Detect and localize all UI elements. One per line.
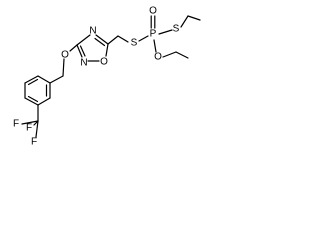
- bond-o-ester-ch2: [162, 51, 177, 58]
- bond-c3-o-ether: [69, 44, 78, 52]
- atom-n-ring: N: [80, 58, 87, 69]
- bond-ch2-c5: [107, 35, 119, 45]
- atom-o-ester: O: [154, 52, 162, 63]
- atom-o-ring: O: [100, 57, 108, 68]
- bond-c-f-bottom: [35, 120, 39, 138]
- bond-c3-n2-a: [76, 44, 83, 58]
- bond-c5-n4-a: [95, 34, 109, 45]
- bond-o1-c5: [105, 43, 109, 57]
- atom-s-right: S: [173, 24, 180, 35]
- bond-benz-1-2: [37, 75, 51, 84]
- atom-n-top: N: [89, 26, 96, 37]
- bond-benz-2-3: [24, 75, 39, 84]
- bond-benz-inner-a: [27, 78, 39, 86]
- bond-n4-c3: [76, 34, 91, 46]
- bond-p-s-left: [138, 35, 149, 42]
- bond-benz-5-6: [37, 97, 51, 106]
- bond-c-f-left: [21, 120, 39, 125]
- bond-c5-n4-b: [94, 37, 106, 47]
- bond-p-o-ester: [153, 39, 157, 53]
- atom-s-left: S: [131, 38, 138, 49]
- atom-p: P: [150, 29, 157, 40]
- bond-c3-n2-b: [79, 45, 86, 57]
- atom-f-left: F: [13, 119, 19, 130]
- bond-benz-4-5: [24, 97, 39, 106]
- bond-s-ethyl-ch2: [180, 15, 189, 28]
- atom-f-top: F: [26, 123, 32, 134]
- bond-ch2-benzene: [49, 75, 64, 84]
- bond-ethyl-ch3: [187, 15, 201, 21]
- bond-o-ester-ch3: [175, 51, 189, 59]
- bond-p-s-right: [158, 29, 173, 35]
- molecule-canvas: O P S S O N N O O F F F: [13, 6, 201, 148]
- atom-labels: O P S S O N N O O F F F: [13, 6, 180, 148]
- bond-o-ether-ch2: [62, 58, 65, 77]
- bond-benz-inner-b: [27, 95, 39, 103]
- atom-o-double: O: [149, 6, 157, 17]
- atom-f-bottom: F: [31, 137, 37, 148]
- atom-o-ether: O: [61, 50, 69, 61]
- bond-s-ch2: [117, 35, 129, 43]
- bond-lines: [21, 15, 201, 138]
- molecule-structure-diagram: O P S S O N N O O F F F: [0, 0, 205, 171]
